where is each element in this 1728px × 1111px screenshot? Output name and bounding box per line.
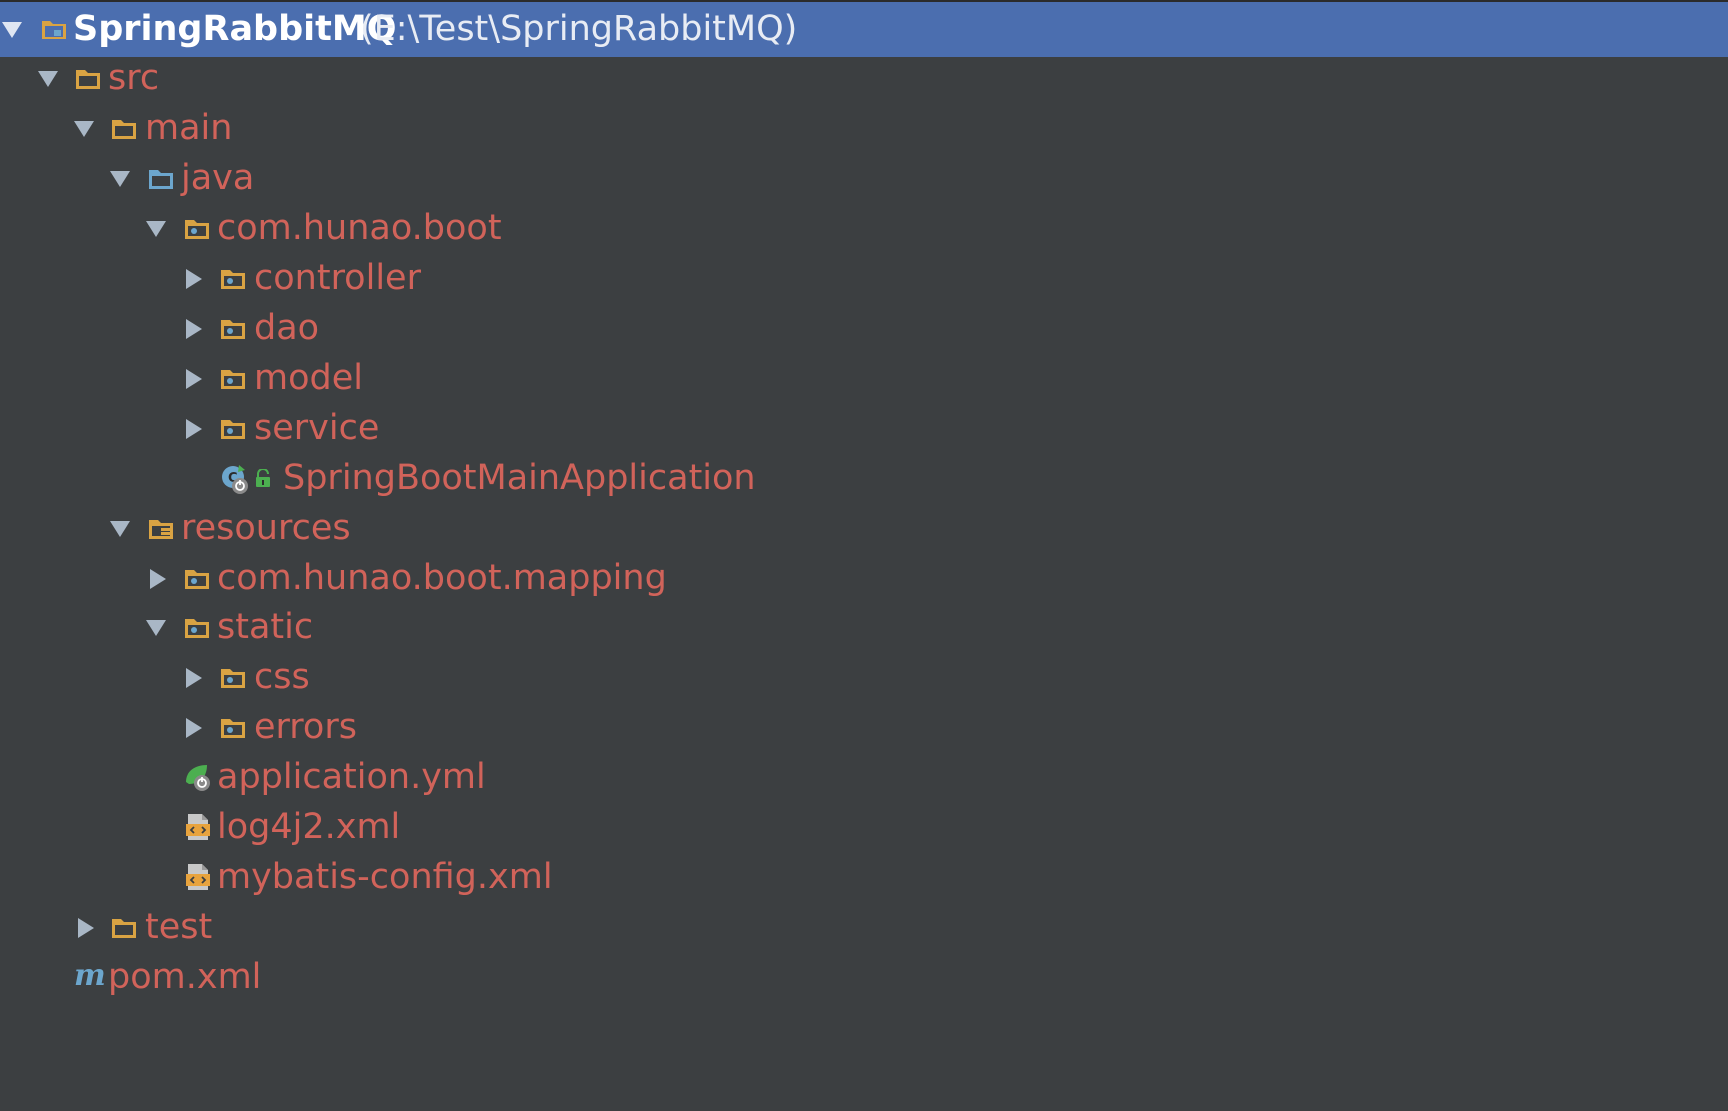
node-label: log4j2.xml bbox=[217, 807, 401, 847]
expand-arrow-icon[interactable] bbox=[38, 71, 58, 87]
top-divider bbox=[0, 0, 1728, 2]
tree-row-springbootmainapplication[interactable]: C SpringBootMainApplication bbox=[0, 451, 1728, 506]
tree-row-static[interactable]: static bbox=[0, 600, 1728, 655]
folder-icon bbox=[76, 70, 100, 89]
tree-row-dao[interactable]: dao bbox=[0, 301, 1728, 356]
tree-row-model[interactable]: model bbox=[0, 351, 1728, 406]
tree-row-test[interactable]: test bbox=[0, 900, 1728, 955]
node-label: errors bbox=[254, 707, 357, 747]
collapse-arrow-icon[interactable] bbox=[186, 419, 202, 439]
collapse-arrow-icon[interactable] bbox=[78, 918, 94, 938]
node-label: java bbox=[181, 158, 255, 198]
collapse-arrow-icon[interactable] bbox=[186, 718, 202, 738]
project-folder-icon bbox=[42, 21, 66, 39]
node-label: dao bbox=[254, 308, 320, 348]
public-lock-icon bbox=[256, 469, 270, 487]
expand-arrow-icon[interactable] bbox=[146, 221, 166, 237]
node-label: service bbox=[254, 408, 380, 448]
expand-arrow-icon[interactable] bbox=[2, 22, 22, 38]
maven-icon: m bbox=[74, 958, 106, 993]
spring-config-icon bbox=[186, 765, 210, 791]
package-icon bbox=[221, 669, 245, 688]
expand-arrow-icon[interactable] bbox=[110, 171, 130, 187]
package-icon bbox=[221, 420, 245, 439]
tree-row-application-yml[interactable]: application.yml bbox=[0, 750, 1728, 805]
node-label: SpringBootMainApplication bbox=[283, 458, 756, 498]
node-label: com.hunao.boot.mapping bbox=[217, 558, 667, 598]
tree-row-com-hunao-boot[interactable]: com.hunao.boot bbox=[0, 201, 1728, 256]
tree-row-java[interactable]: java bbox=[0, 151, 1728, 206]
node-label: controller bbox=[254, 258, 421, 298]
node-label: resources bbox=[181, 508, 351, 548]
node-label: mybatis-config.xml bbox=[217, 857, 553, 897]
tree-row-resources[interactable]: resources bbox=[0, 501, 1728, 556]
package-icon bbox=[185, 220, 209, 239]
node-label: src bbox=[108, 58, 160, 98]
spring-boot-class-icon: C bbox=[222, 465, 248, 494]
package-icon bbox=[221, 370, 245, 389]
node-label: static bbox=[217, 607, 314, 647]
expand-arrow-icon[interactable] bbox=[74, 121, 94, 137]
tree-row-project[interactable]: SpringRabbitMQ (E:\Test\SpringRabbitMQ) bbox=[0, 2, 1728, 57]
project-path: (E:\Test\SpringRabbitMQ) bbox=[360, 9, 798, 49]
node-label: pom.xml bbox=[108, 957, 262, 997]
node-label: com.hunao.boot bbox=[217, 208, 502, 248]
folder-icon bbox=[112, 919, 136, 938]
tree-row-errors[interactable]: errors bbox=[0, 700, 1728, 755]
collapse-arrow-icon[interactable] bbox=[186, 319, 202, 339]
tree-row-src[interactable]: src bbox=[0, 51, 1728, 106]
collapse-arrow-icon[interactable] bbox=[150, 569, 166, 589]
tree-row-controller[interactable]: controller bbox=[0, 251, 1728, 306]
svg-text:C: C bbox=[228, 471, 238, 486]
tree-row-main[interactable]: main bbox=[0, 101, 1728, 156]
node-label: test bbox=[145, 907, 213, 947]
xml-file-icon bbox=[186, 814, 210, 840]
tree-row-mybatis-config-xml[interactable]: mybatis-config.xml bbox=[0, 850, 1728, 905]
tree-row-css[interactable]: css bbox=[0, 650, 1728, 705]
package-icon bbox=[221, 270, 245, 289]
source-folder-icon bbox=[149, 170, 173, 189]
expand-arrow-icon[interactable] bbox=[110, 521, 130, 537]
tree-row-log4j2-xml[interactable]: log4j2.xml bbox=[0, 800, 1728, 855]
node-label: css bbox=[254, 657, 310, 697]
project-name: SpringRabbitMQ bbox=[73, 9, 397, 49]
collapse-arrow-icon[interactable] bbox=[186, 369, 202, 389]
resources-folder-icon bbox=[149, 520, 173, 539]
node-label: main bbox=[145, 108, 233, 148]
package-icon bbox=[185, 619, 209, 638]
folder-icon bbox=[112, 120, 136, 139]
tree-row-com-hunao-boot-mapping[interactable]: com.hunao.boot.mapping bbox=[0, 551, 1728, 606]
xml-file-icon bbox=[186, 864, 210, 890]
tree-row-pom-xml[interactable]: m pom.xml bbox=[0, 950, 1728, 1005]
package-icon bbox=[185, 570, 209, 589]
node-label: model bbox=[254, 358, 363, 398]
package-icon bbox=[221, 719, 245, 738]
package-icon bbox=[221, 320, 245, 339]
collapse-arrow-icon[interactable] bbox=[186, 668, 202, 688]
tree-row-service[interactable]: service bbox=[0, 401, 1728, 456]
node-label: application.yml bbox=[217, 757, 486, 797]
collapse-arrow-icon[interactable] bbox=[186, 269, 202, 289]
expand-arrow-icon[interactable] bbox=[146, 620, 166, 636]
